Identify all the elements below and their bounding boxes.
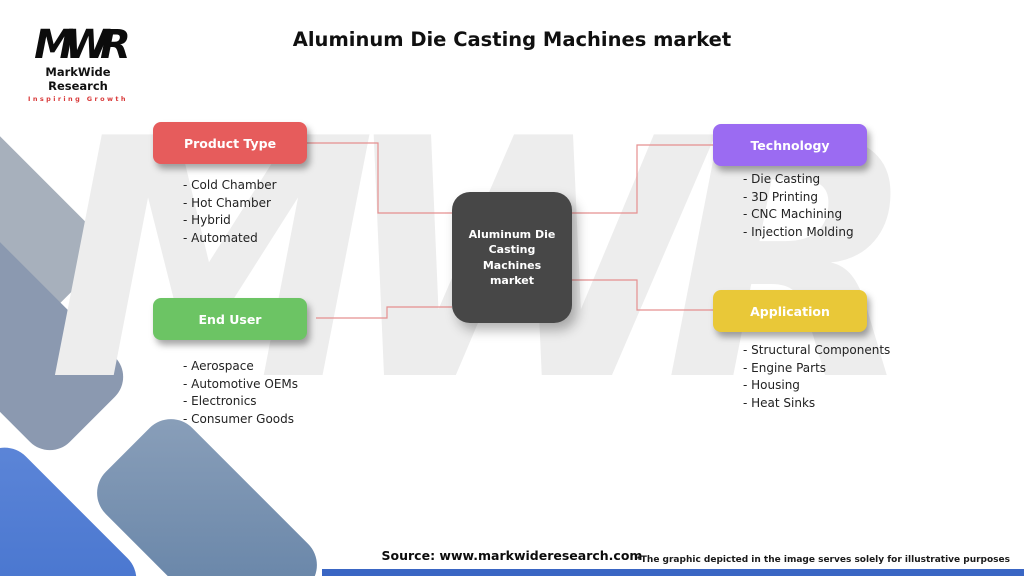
logo-mwr-monogram: MWR (34, 22, 131, 68)
list-item: - Hybrid (183, 213, 231, 227)
segment-list-technology: - Die Casting - 3D Printing - CNC Machin… (743, 171, 854, 241)
list-item: - Structural Components (743, 343, 891, 357)
segment-header-product-type: Product Type (153, 122, 307, 164)
list-item: - Die Casting (743, 172, 821, 186)
connector-end-user (316, 306, 452, 319)
list-item: - Electronics (183, 394, 257, 408)
list-item: - Injection Molding (743, 224, 854, 239)
segment-list-end-user: - Aerospace - Automotive OEMs - Electron… (183, 358, 298, 428)
source-text: Source: www.markwideresearch.com (381, 548, 643, 563)
markwide-logo: MWR MarkWide Research Inspiring Growth (16, 22, 140, 103)
page-title: Aluminum Die Casting Machines market (292, 28, 732, 51)
list-item: - Aerospace (183, 359, 254, 373)
segment-header-end-user: End User (153, 298, 307, 340)
segment-list-application: - Structural Components - Engine Parts -… (743, 342, 890, 412)
connector-application (572, 279, 713, 311)
list-item: - Cold Chamber (183, 178, 277, 192)
segment-header-technology: Technology (713, 124, 867, 166)
logo-tagline: Inspiring Growth (28, 95, 128, 103)
segment-header-application: Application (713, 290, 867, 332)
segment-list-product-type: - Cold Chamber - Hot Chamber - Hybrid - … (183, 177, 277, 247)
list-item: - Consumer Goods (183, 411, 294, 426)
list-item: - Engine Parts (743, 360, 827, 375)
center-node: Aluminum Die Casting Machines market (452, 192, 572, 323)
disclaimer-text: *The graphic depicted in the image serve… (636, 555, 1010, 565)
connector-technology (572, 144, 713, 214)
list-item: - Automated (183, 230, 258, 245)
list-item: - CNC Machining (743, 207, 843, 221)
logo-company-name: MarkWide Research (45, 65, 111, 93)
list-item: - Heat Sinks (743, 395, 816, 410)
decorative-bottom-bar (322, 569, 1024, 576)
list-item: - Hot Chamber (183, 195, 271, 210)
list-item: - 3D Printing (743, 189, 818, 204)
connector-product-type (307, 142, 452, 214)
list-item: - Automotive OEMs (183, 376, 299, 391)
list-item: - Housing (743, 378, 800, 392)
